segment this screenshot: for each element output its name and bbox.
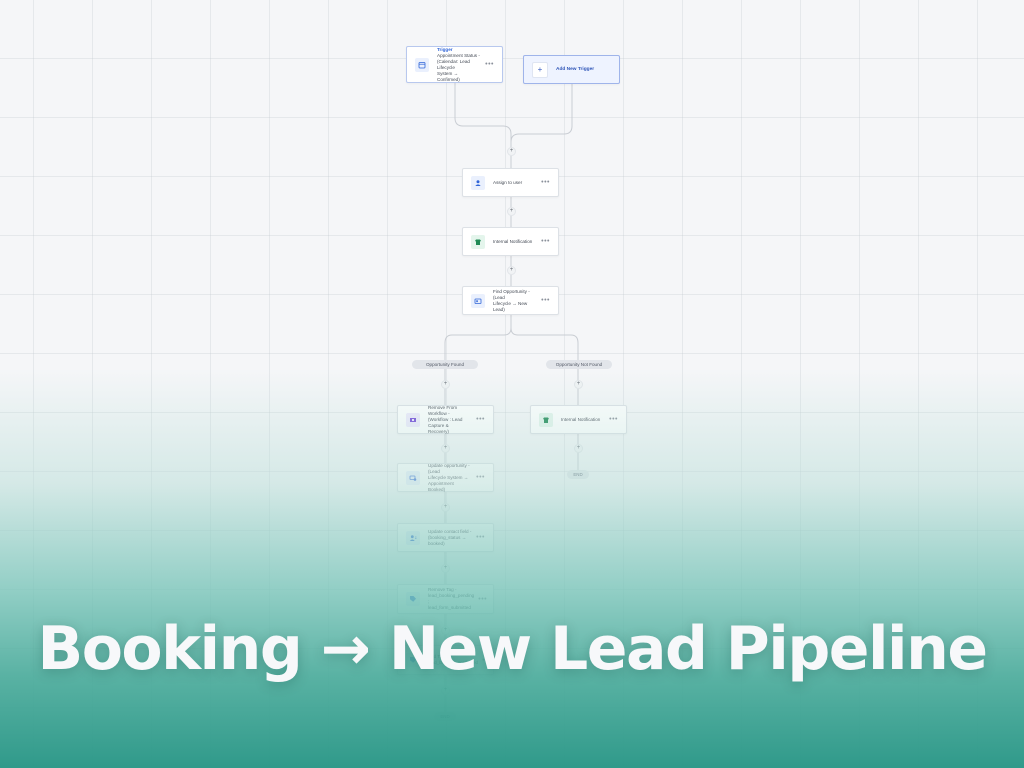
more-options-icon[interactable]: ••• — [541, 297, 550, 304]
user-icon — [471, 175, 485, 190]
action-line-2: Lifecycle System → — [428, 474, 469, 480]
opportunity-icon — [471, 293, 485, 308]
add-step-button[interactable]: + — [507, 266, 516, 275]
more-options-icon[interactable]: ••• — [476, 474, 485, 481]
action-line-3: Appointment Booked) — [428, 480, 454, 492]
action-line-1: Find Opportunity - (Lead — [493, 288, 530, 300]
action-line-3: Recovery) — [428, 428, 449, 434]
action-internal-notification[interactable]: Internal Notification ••• — [462, 227, 559, 256]
action-update-contact-field[interactable]: Update contact field - (booking_status →… — [397, 523, 494, 552]
action-find-opportunity[interactable]: Find Opportunity - (Lead Lifecycle → New… — [462, 286, 559, 315]
action-remove-from-workflow[interactable]: Remove From Workflow - (Workflow : Lead … — [397, 405, 494, 434]
more-options-icon[interactable]: ••• — [476, 534, 485, 541]
add-new-trigger-label: Add New Trigger — [556, 67, 595, 72]
end-marker: END — [434, 712, 456, 721]
contact-update-icon — [406, 530, 420, 545]
action-internal-notification-not-found[interactable]: Internal Notification ••• — [530, 405, 627, 434]
trigger-line-2: (Calendar: Lead Lifecycle — [437, 58, 470, 70]
calendar-icon — [415, 57, 429, 72]
trigger-text: Trigger Appointment Status - (Calendar: … — [437, 47, 481, 83]
bell-icon — [539, 412, 553, 427]
action-label: Internal Notification — [561, 416, 601, 422]
action-assign-user[interactable]: Assign to user ••• — [462, 168, 559, 197]
action-label: Internal Notification — [493, 238, 533, 244]
action-line-1: Update contact field - — [428, 528, 472, 534]
add-step-button[interactable]: + — [441, 380, 450, 389]
action-label: Assign to user — [493, 179, 523, 185]
action-text: Find Opportunity - (Lead Lifecycle → New… — [493, 289, 537, 313]
action-text: Update contact field - (booking_status →… — [428, 529, 472, 547]
add-step-button[interactable]: + — [441, 564, 450, 573]
trigger-line-3: System → Confirmed) — [437, 70, 460, 82]
more-options-icon[interactable]: ••• — [478, 595, 488, 603]
action-line-1: Remove From Workflow - — [428, 404, 458, 416]
action-line-2: Lifecycle → New Lead) — [493, 300, 528, 312]
end-marker: END — [567, 470, 589, 479]
more-options-icon[interactable]: ••• — [541, 238, 550, 245]
more-options-icon[interactable]: ••• — [609, 416, 618, 423]
add-step-button[interactable]: + — [441, 503, 450, 512]
add-step-button[interactable]: + — [574, 380, 583, 389]
plus-icon: + — [532, 61, 548, 78]
branch-opportunity-not-found[interactable]: Opportunity Not Found — [546, 360, 612, 369]
action-line-1: Remove Tag - — [428, 587, 457, 592]
action-remove-tag[interactable]: Remove Tag - lead_booking_pending ; lead… — [397, 584, 494, 614]
more-options-icon[interactable]: ••• — [541, 179, 550, 186]
add-step-button[interactable]: + — [574, 444, 583, 453]
action-line-2: (Workflow : Lead Capture & — [428, 416, 463, 428]
action-line-2: (booking_status → booked) — [428, 534, 467, 546]
more-options-icon[interactable]: ••• — [485, 61, 494, 68]
action-text: Update opportunity -(Lead Lifecycle Syst… — [428, 463, 472, 493]
add-step-button[interactable]: + — [507, 207, 516, 216]
tag-icon — [406, 592, 420, 606]
action-line-2: lead_booking_pending ; — [428, 593, 475, 604]
action-line-3: lead_form_submitted — [428, 605, 471, 610]
trigger-line-1: Appointment Status - — [437, 52, 480, 58]
trigger-node[interactable]: Trigger Appointment Status - (Calendar: … — [406, 46, 503, 83]
add-step-button[interactable]: + — [507, 147, 516, 156]
add-new-trigger-button[interactable]: + Add New Trigger — [523, 55, 620, 84]
bell-icon — [471, 234, 485, 249]
workflow-remove-icon — [406, 412, 420, 427]
opportunity-update-icon — [406, 470, 420, 485]
action-text: Remove From Workflow - (Workflow : Lead … — [428, 405, 472, 435]
banner-title: Booking → New Lead Pipeline — [37, 614, 988, 684]
more-options-icon[interactable]: ••• — [476, 416, 485, 423]
add-step-button[interactable]: + — [441, 686, 450, 695]
branch-opportunity-found[interactable]: Opportunity Found — [412, 360, 478, 369]
action-update-opportunity[interactable]: Update opportunity -(Lead Lifecycle Syst… — [397, 463, 494, 492]
action-text: Remove Tag - lead_booking_pending ; lead… — [428, 587, 474, 611]
add-step-button[interactable]: + — [441, 444, 450, 453]
action-line-1: Update opportunity -(Lead — [428, 462, 470, 474]
